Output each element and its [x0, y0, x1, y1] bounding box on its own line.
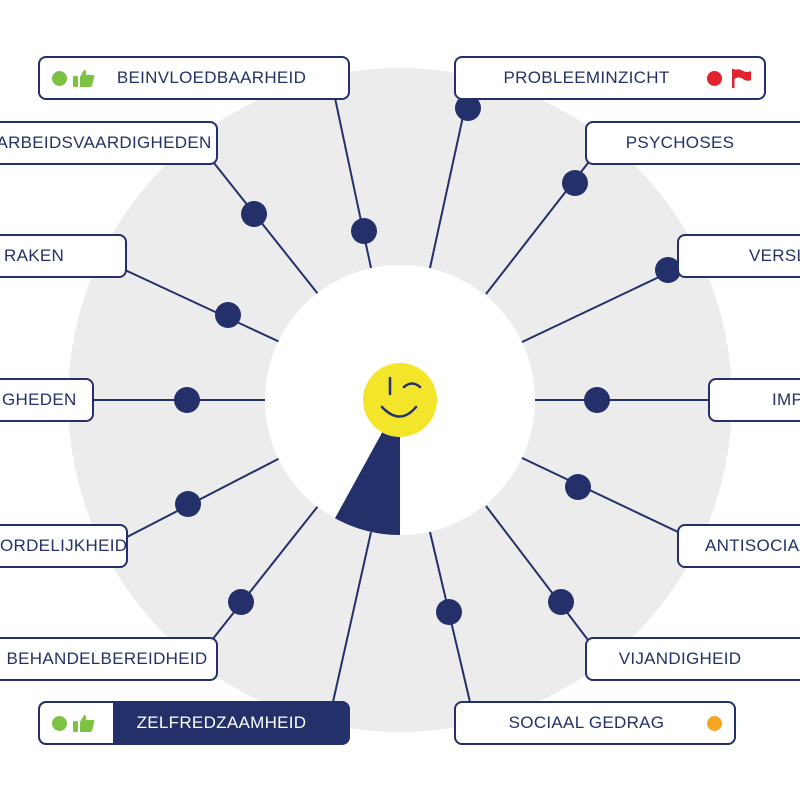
label-raken[interactable]: RAKEN: [0, 234, 127, 278]
negative-dot-icon: [707, 70, 722, 86]
status-icons: [707, 715, 734, 731]
spoke-zelfredzaamheid: [332, 531, 372, 703]
winking-smiley-icon: [363, 363, 437, 437]
label-probleeminzicht[interactable]: PROBLEEMINZICHT: [454, 56, 766, 100]
spoke-behandelbereidheid: [211, 505, 319, 641]
label-arbeidsvaardigheden[interactable]: ARBEIDSVAARDIGHEDEN: [0, 121, 218, 165]
spoke-node-psychoses[interactable]: [562, 170, 588, 196]
spoke-versl: [519, 267, 679, 344]
spoke-probleeminzicht: [429, 97, 468, 269]
label-versl[interactable]: VERSL: [677, 234, 800, 278]
label-imp[interactable]: IMP: [708, 378, 800, 422]
label-beinvloedbaarheid[interactable]: BEINVLOEDBAARHEID: [38, 56, 350, 100]
label-text: PSYCHOSES: [625, 133, 735, 152]
red-flag-icon: [732, 69, 751, 88]
spoke-node-imp[interactable]: [584, 387, 610, 413]
spoke-node-sociaal-gedrag[interactable]: [436, 599, 462, 625]
spoke-node-ordelijkheid[interactable]: [175, 491, 201, 517]
positive-dot-icon: [52, 70, 67, 86]
spoke-node-behandelbereidheid[interactable]: [228, 589, 254, 615]
spoke-node-arbeidsvaardigheden[interactable]: [241, 201, 267, 227]
spoke-node-vijandigheid[interactable]: [548, 589, 574, 615]
label-text: ZELFREDZAAMHEID: [136, 713, 307, 732]
spoke-node-versl[interactable]: [655, 257, 681, 283]
spoke-ordelijkheid: [126, 456, 283, 538]
neutral-dot-icon: [707, 715, 722, 731]
status-icons: [40, 703, 113, 743]
spoke-vijandigheid: [485, 505, 589, 641]
label-text: BEINVLOEDBAARHEID: [116, 68, 307, 87]
spoke-node-raken[interactable]: [215, 302, 241, 328]
label-zelfredzaamheid[interactable]: ZELFREDZAAMHEID: [38, 701, 350, 745]
spoke-antisociaa: [519, 456, 679, 533]
label-text: IMP: [772, 390, 800, 409]
label-sociaal-gedrag[interactable]: SOCIAAL GEDRAG: [454, 701, 736, 745]
label-ordelijkheid[interactable]: ORDELIJKHEID: [0, 524, 128, 568]
label-text: BEHANDELBEREIDHEID: [6, 649, 208, 668]
spoke-arbeidsvaardigheden: [213, 162, 319, 295]
label-text: SOCIAAL GEDRAG: [508, 713, 665, 732]
thumbs-up-icon: [73, 715, 95, 732]
label-text: GHEDEN: [2, 390, 77, 409]
label-vijandigheid[interactable]: VIJANDIGHEID: [585, 637, 800, 681]
positive-dot-icon: [52, 715, 67, 731]
label-text: ANTISOCIAA: [705, 536, 800, 555]
label-text: PROBLEEMINZICHT: [503, 68, 670, 87]
spoke-node-antisociaa[interactable]: [565, 474, 591, 500]
spoke-node-probleeminzicht[interactable]: [455, 95, 481, 121]
spoke-node-beinvloedbaarheid[interactable]: [351, 218, 377, 244]
label-text: VERSL: [749, 246, 800, 265]
label-text: VIJANDIGHEID: [618, 649, 742, 668]
label-text: RAKEN: [4, 246, 65, 265]
spoke-raken: [124, 269, 283, 344]
label-behandelbereidheid[interactable]: BEHANDELBEREIDHEID: [0, 637, 218, 681]
label-text: ARBEIDSVAARDIGHEDEN: [0, 133, 212, 152]
status-icons: [707, 68, 764, 88]
spokes-group: [93, 95, 708, 703]
spoke-node-gheden[interactable]: [174, 387, 200, 413]
label-psychoses[interactable]: PSYCHOSES: [585, 121, 800, 165]
thumbs-up-icon: [73, 70, 95, 87]
progress-wedge: [334, 432, 400, 535]
status-icons: [40, 69, 109, 87]
label-text: ORDELIJKHEID: [0, 536, 128, 555]
label-gheden[interactable]: GHEDEN: [0, 378, 94, 422]
label-antisociaa[interactable]: ANTISOCIAA: [677, 524, 800, 568]
